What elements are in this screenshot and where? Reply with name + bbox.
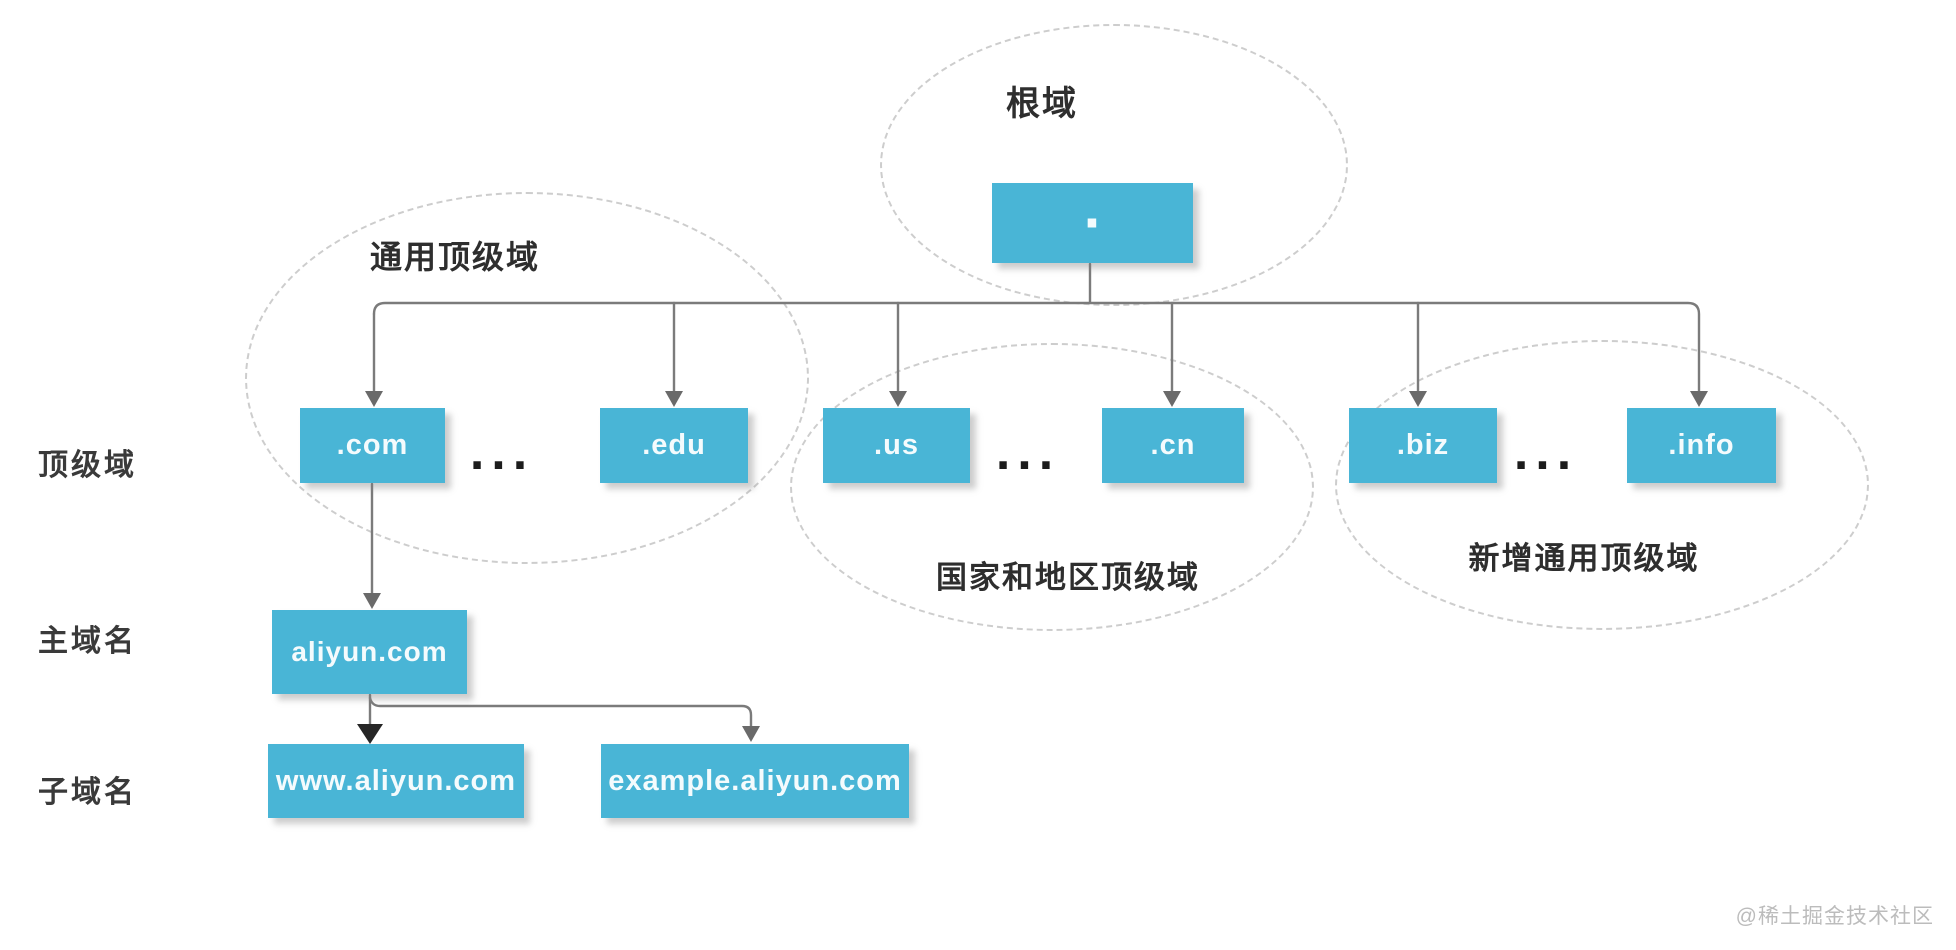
node-info-label: .info (1668, 429, 1735, 461)
node-example-aliyun: example.aliyun.com (601, 744, 909, 818)
arrowhead-com (365, 391, 383, 407)
node-www-aliyun: www.aliyun.com (268, 744, 524, 818)
node-www-aliyun-label: www.aliyun.com (275, 764, 517, 797)
node-example-aliyun-label: example.aliyun.com (608, 764, 902, 797)
node-com-label: .com (336, 429, 409, 461)
node-edu: .edu (600, 408, 748, 483)
elbow-example (368, 696, 753, 729)
country-tld-label: 国家和地区顶级域 (936, 560, 1200, 595)
node-us-label: .us (874, 429, 919, 461)
arrowhead-info (1690, 391, 1708, 407)
arrowhead-www (357, 724, 383, 744)
node-com: .com (300, 408, 445, 483)
node-biz: .biz (1349, 408, 1497, 483)
root-group-label: 根域 (1006, 85, 1078, 123)
row-label-sub-domain: 子域名 (38, 776, 137, 809)
ellipsis-generic: ... (469, 423, 535, 481)
row-label-tld: 顶级域 (38, 449, 137, 482)
arrowhead-example (742, 726, 760, 742)
node-biz-label: .biz (1396, 429, 1450, 461)
node-cn: .cn (1102, 408, 1244, 483)
generic-tld-label: 通用顶级域 (369, 239, 540, 275)
ellipsis-new-generic: ... (1513, 423, 1579, 481)
new-generic-tld-ellipse (1335, 340, 1869, 630)
arrowhead-edu (665, 391, 683, 407)
arrowhead-aliyun (363, 593, 381, 609)
arrowhead-us (889, 391, 907, 407)
new-generic-tld-label: 新增通用顶级域 (1468, 541, 1700, 576)
root-domain-ellipse (880, 24, 1348, 306)
node-edu-label: .edu (642, 429, 706, 461)
node-root-label: . (1083, 173, 1102, 241)
watermark: @稀土掘金技术社区 (1735, 905, 1934, 928)
node-aliyun: aliyun.com (272, 610, 467, 694)
node-aliyun-label: aliyun.com (291, 636, 448, 667)
node-root: . (992, 177, 1193, 263)
arrowhead-cn (1163, 391, 1181, 407)
generic-tld-ellipse (245, 192, 809, 564)
node-us: .us (823, 408, 970, 483)
arrowhead-biz (1409, 391, 1427, 407)
bus-line (372, 301, 1701, 393)
ellipsis-country: ... (995, 423, 1061, 481)
node-info: .info (1627, 408, 1776, 483)
node-cn-label: .cn (1150, 429, 1196, 461)
row-label-main-domain: 主域名 (38, 625, 137, 658)
country-tld-ellipse (790, 343, 1314, 631)
